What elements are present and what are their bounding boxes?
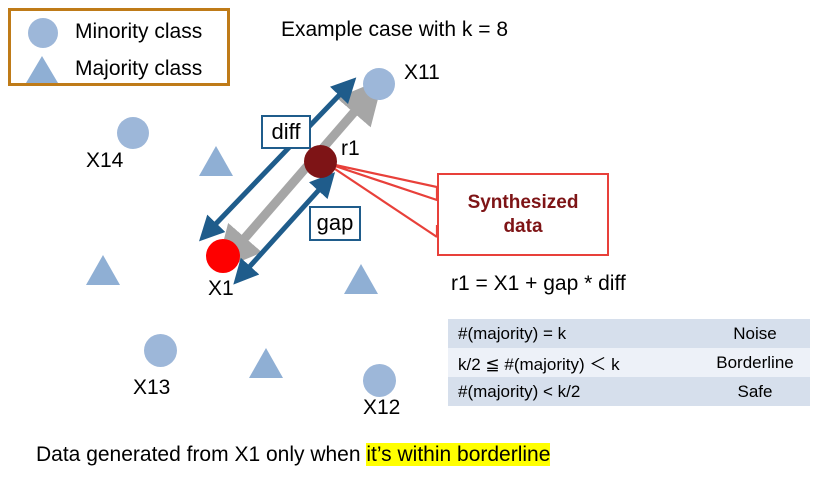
diff-label-box: diff	[261, 115, 311, 149]
point-x14	[117, 117, 149, 149]
point-x13-label: X13	[133, 376, 171, 399]
point-x12-label: X12	[363, 396, 401, 419]
table-cell-condition: #(majority) = k	[448, 319, 700, 348]
point-x1-label: X1	[208, 277, 234, 300]
formula-text: r1 = X1 + gap * diff	[451, 272, 626, 295]
point-x12	[363, 364, 396, 397]
table-cell-condition: k/2 ≦ #(majority) ＜ k	[448, 348, 700, 377]
bottom-caption: Data generated from X1 only when it’s wi…	[36, 443, 551, 467]
classification-table: #(majority) = k Noise k/2 ≦ #(majority) …	[448, 319, 810, 406]
table-cell-result: Safe	[700, 377, 810, 406]
point-x11	[363, 68, 395, 100]
majority-triangle-icon	[25, 53, 63, 85]
synthesized-data-callout: Synthesized data	[437, 173, 609, 256]
point-majority-3	[344, 264, 378, 294]
gap-label-box: gap	[309, 206, 361, 241]
point-x14-label: X14	[86, 149, 124, 172]
table-row: k/2 ≦ #(majority) ＜ k Borderline	[448, 348, 810, 377]
point-x11-label: X11	[404, 61, 440, 84]
callout-line-2: data	[503, 215, 543, 237]
table-cell-result: Borderline	[700, 348, 810, 377]
point-x1	[206, 239, 240, 273]
point-x13	[144, 334, 177, 367]
diagram-title: Example case with k = 8	[281, 18, 509, 41]
legend-item-minority: Minority class	[25, 16, 202, 48]
caption-highlighted-text: it’s within borderline	[366, 443, 551, 466]
table-cell-result: Noise	[700, 319, 810, 348]
legend-item-majority: Majority class	[25, 53, 202, 85]
legend: Minority class Majority class	[8, 8, 230, 86]
legend-item-minority-label: Minority class	[75, 20, 203, 43]
point-r1	[304, 145, 337, 178]
point-majority-1	[199, 146, 233, 176]
point-majority-2	[86, 255, 120, 285]
table-row: #(majority) < k/2 Safe	[448, 377, 810, 406]
caption-plain-text: Data generated from X1 only when	[36, 443, 367, 466]
minority-circle-icon	[25, 16, 63, 48]
table-row: #(majority) = k Noise	[448, 319, 810, 348]
callout-line-1: Synthesized	[467, 191, 579, 213]
point-r1-label: r1	[341, 137, 360, 160]
table-cell-condition: #(majority) < k/2	[448, 377, 700, 406]
point-majority-4	[249, 348, 283, 378]
legend-item-majority-label: Majority class	[75, 57, 203, 80]
